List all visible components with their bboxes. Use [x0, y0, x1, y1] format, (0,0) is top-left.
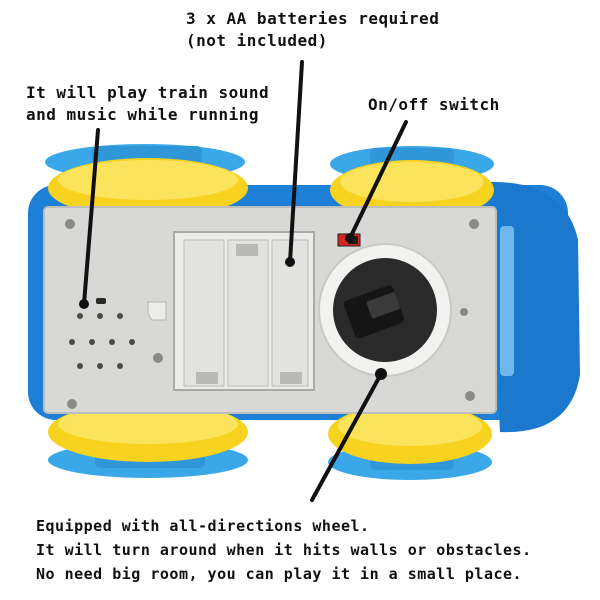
caption-wheel-line-3: No need big room, you can play it in a s… — [36, 565, 523, 583]
caption-sound: It will play train sound and music while… — [26, 82, 269, 126]
pointer-switch — [348, 120, 408, 240]
caption-wheel-line-2: It will turn around when it hits walls o… — [36, 541, 532, 559]
caption-wheel-line-1: Equipped with all-directions wheel. — [36, 517, 370, 535]
caption-batteries: 3 x AA batteries required (not included) — [186, 8, 439, 52]
pointer-batteries — [288, 60, 304, 264]
caption-batteries-line-2: (not included) — [186, 31, 328, 50]
pointer-wheel — [310, 372, 383, 502]
caption-sound-line-1: It will play train sound — [26, 83, 270, 102]
battery-compartment — [173, 231, 315, 391]
speaker-grille — [69, 298, 135, 369]
caption-switch: On/off switch — [368, 95, 500, 114]
caption-sound-line-2: and music while running — [26, 105, 260, 124]
pointer-sound — [82, 128, 100, 306]
wheel-bottom-right — [328, 404, 492, 480]
caption-batteries-line-1: 3 x AA batteries required — [186, 9, 440, 28]
all-direction-wheel — [318, 243, 452, 377]
caption-wheel: Equipped with all-directions wheel. It w… — [36, 514, 532, 586]
